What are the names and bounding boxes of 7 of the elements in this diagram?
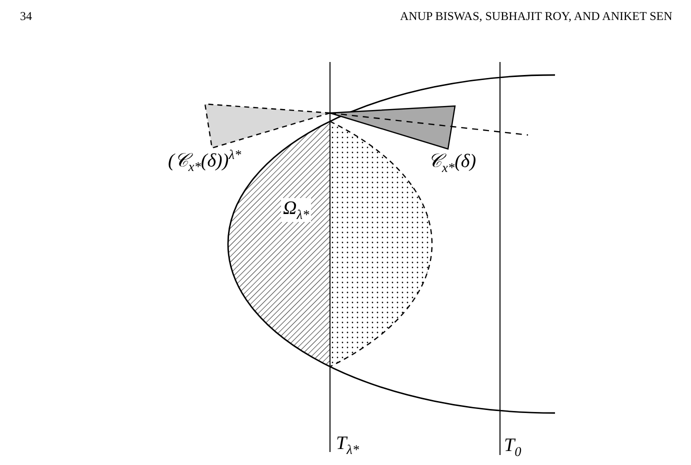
cone-label: (𝒞$_{x*}$(δ))$^{λ*}$ (168, 148, 242, 174)
page-number: 34 (20, 10, 32, 22)
cone-label: 𝒞$_{x*}$(δ) (428, 152, 476, 174)
page-header: ANUP BISWAS, SUBHAJIT ROY, AND ANIKET SEN (400, 10, 672, 22)
line-label: T$_{λ*}$ (336, 434, 359, 456)
domain-label: Ω$_{λ*}$ (281, 198, 312, 222)
line-label: T$_{0}$ (504, 436, 522, 458)
